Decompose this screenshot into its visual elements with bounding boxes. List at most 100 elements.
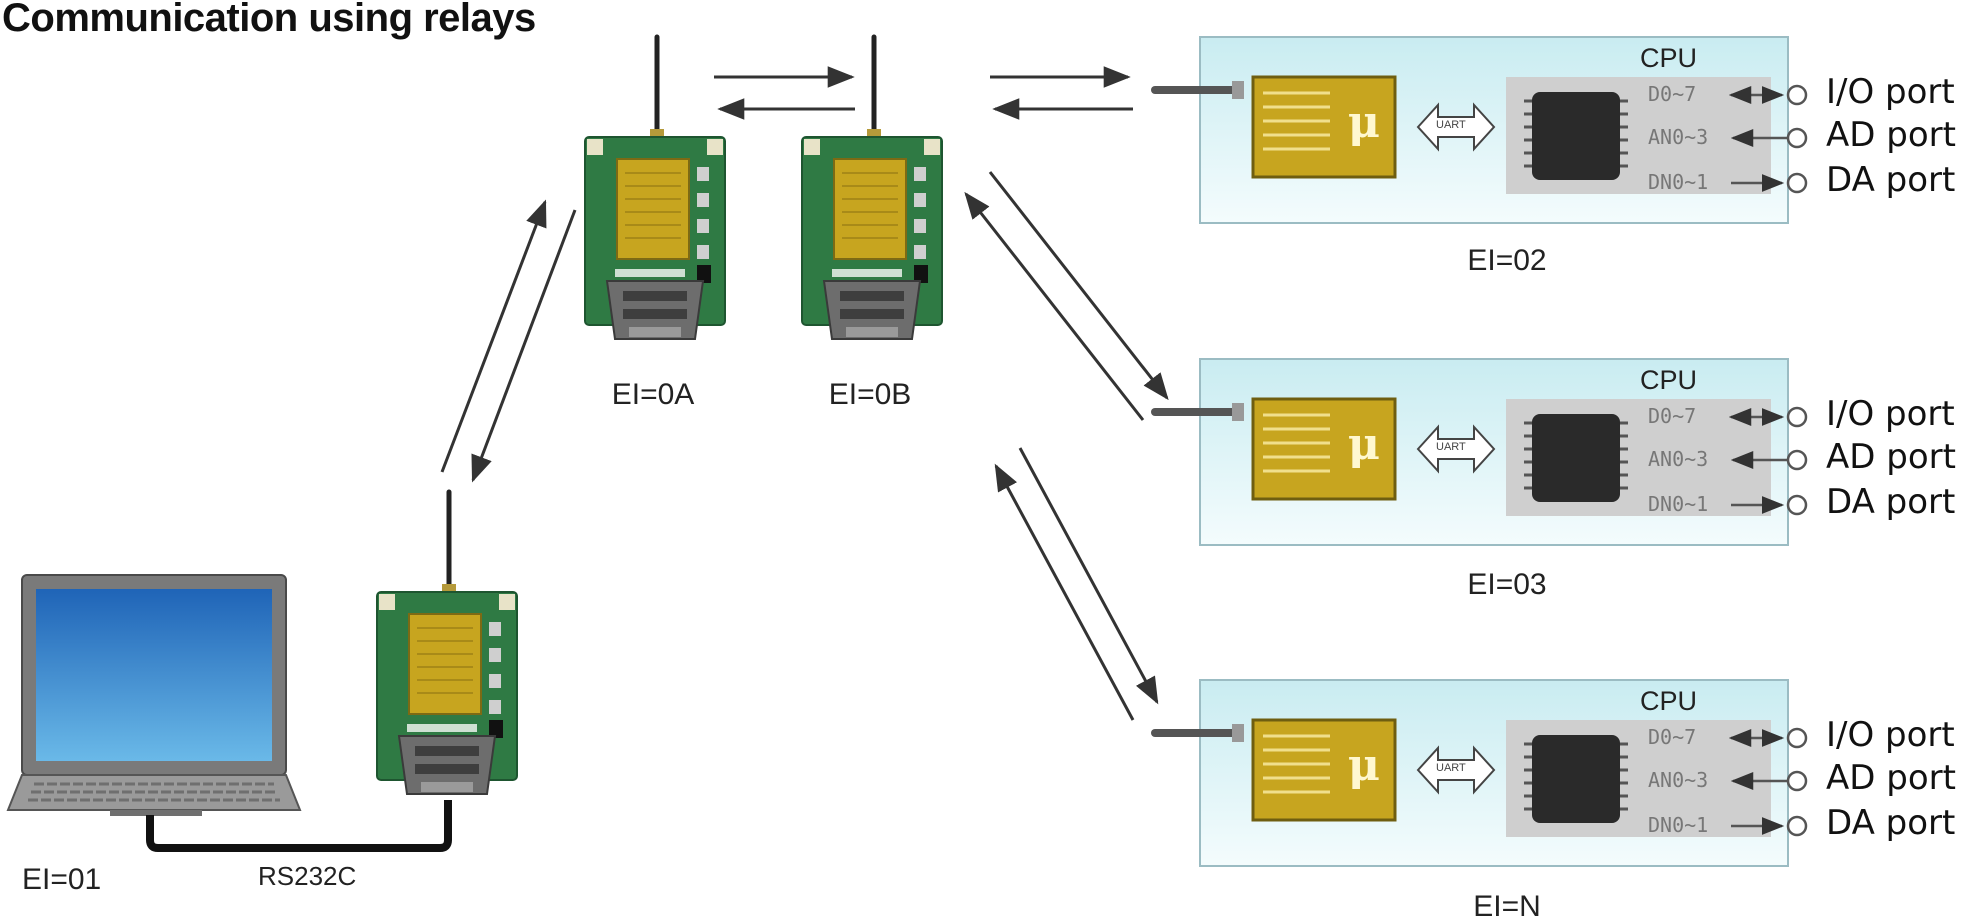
port-label: DA port	[1826, 482, 1956, 522]
db9-pins	[840, 291, 904, 301]
port-terminal	[1786, 127, 1808, 149]
endpoint-id-label: EI=02	[1467, 244, 1547, 277]
port-terminal	[1786, 815, 1808, 837]
port-terminal	[1786, 494, 1808, 516]
smd-component	[489, 700, 501, 714]
pin-label: D0~7	[1648, 404, 1697, 428]
smd-component	[697, 219, 709, 233]
port-label: I/O port	[1826, 715, 1955, 755]
pcb-corner	[924, 139, 940, 155]
db9-pins	[623, 309, 687, 319]
port-label: AD port	[1826, 758, 1956, 798]
uart-arrow-icon	[1416, 424, 1496, 474]
pin-label: AN0~3	[1648, 447, 1709, 471]
port-label: AD port	[1826, 437, 1956, 477]
pin-label: D0~7	[1648, 725, 1697, 749]
antenna-connector	[1232, 81, 1244, 99]
relay-a-id-label: EI=0A	[611, 378, 695, 411]
rf-module	[616, 158, 690, 260]
uart-label: UART	[1436, 119, 1466, 131]
pin-label: AN0~3	[1648, 125, 1709, 149]
pin-label: DN0~1	[1648, 492, 1709, 516]
endpoint-id-label: EI=N	[1473, 890, 1541, 923]
port-label: I/O port	[1826, 394, 1955, 434]
endpoint-panel-1: μ	[1151, 36, 1808, 224]
laptop-icon	[6, 574, 302, 816]
smd-component	[914, 193, 926, 207]
uart-label: UART	[1436, 762, 1466, 774]
pin-label: D0~7	[1648, 82, 1697, 106]
pc-wireless-board	[376, 489, 518, 795]
cpu-chip-icon	[1532, 414, 1620, 502]
pin-label: DN0~1	[1648, 170, 1709, 194]
db9-pins	[415, 764, 479, 774]
smd-component	[489, 622, 501, 636]
endpoint-panel-2: μ	[1151, 358, 1808, 546]
port-terminal	[1786, 727, 1808, 749]
pin-label: DN0~1	[1648, 813, 1709, 837]
port-terminal	[1786, 406, 1808, 428]
arrow-ep3-to-relay-b	[994, 463, 1135, 721]
db9-shell	[421, 782, 473, 792]
laptop-screen	[36, 589, 272, 761]
rs232c-cable	[146, 800, 452, 852]
port-label: DA port	[1826, 803, 1956, 843]
cpu-label: CPU	[1640, 43, 1698, 73]
smd-component	[697, 167, 709, 181]
cpu-label: CPU	[1640, 686, 1698, 716]
mu-logo: μ	[1348, 419, 1380, 470]
arrow-ep2-to-relay-b	[964, 191, 1145, 421]
port-label: DA port	[1826, 160, 1956, 200]
port-terminal	[1786, 84, 1808, 106]
uart-arrow-icon	[1416, 102, 1496, 152]
smd-component	[914, 167, 926, 181]
switch-component	[914, 265, 928, 283]
cpu-label: CPU	[1640, 365, 1698, 395]
pcb-corner	[587, 139, 603, 155]
db9-shell	[629, 327, 681, 337]
uart-arrow-icon	[1416, 745, 1496, 795]
pc-id-label: EI=01	[22, 863, 102, 896]
antenna-connector	[1232, 403, 1244, 421]
pcb-corner	[499, 594, 515, 610]
smd-component	[914, 245, 926, 259]
pcb-corner	[804, 139, 820, 155]
uart-label: UART	[1436, 441, 1466, 453]
port-terminal	[1786, 449, 1808, 471]
smd-component	[697, 193, 709, 207]
smd-component	[914, 219, 926, 233]
port-terminal	[1786, 770, 1808, 792]
smd-component	[489, 674, 501, 688]
relay-board-0a	[584, 34, 726, 340]
mu-logo: μ	[1348, 97, 1380, 148]
db9-pins	[623, 291, 687, 301]
port-label: I/O port	[1826, 72, 1955, 112]
silkscreen-label	[615, 269, 685, 277]
arrow-relay-b-to-ep2	[988, 171, 1169, 401]
arrow-relay-a-to-pc	[471, 209, 577, 483]
switch-component	[489, 720, 503, 738]
silkscreen-label	[832, 269, 902, 277]
antenna-connector	[1232, 724, 1244, 742]
port-label: AD port	[1826, 115, 1956, 155]
db9-shell	[846, 327, 898, 337]
rf-module	[833, 158, 907, 260]
rs232c-label: RS232C	[258, 861, 357, 891]
db9-pins	[415, 746, 479, 756]
cpu-chip-icon	[1532, 735, 1620, 823]
smd-component	[697, 245, 709, 259]
pin-label: AN0~3	[1648, 768, 1709, 792]
port-terminal	[1786, 172, 1808, 194]
silkscreen-label	[407, 724, 477, 732]
pcb-corner	[707, 139, 723, 155]
endpoint-panel-3: μ	[1151, 679, 1808, 867]
relay-board-0b	[801, 34, 943, 340]
pcb-corner	[379, 594, 395, 610]
arrow-pc-to-relay-a	[440, 199, 547, 473]
switch-component	[697, 265, 711, 283]
mu-logo: μ	[1348, 740, 1380, 791]
cpu-chip-icon	[1532, 92, 1620, 180]
db9-pins	[840, 309, 904, 319]
